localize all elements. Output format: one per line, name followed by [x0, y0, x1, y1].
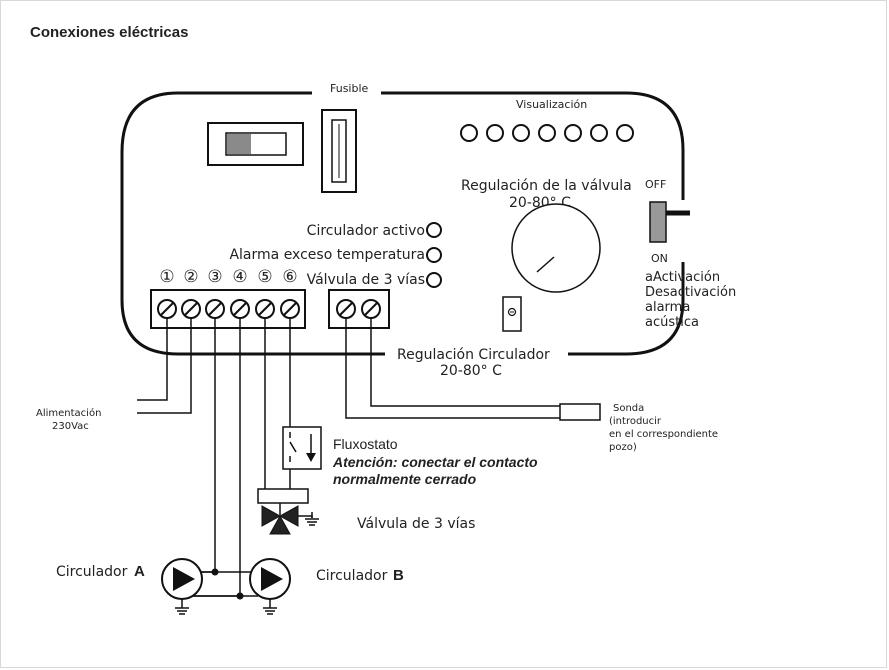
terminal-number-6: ⑥	[282, 267, 297, 287]
alarm-switch	[649, 201, 667, 243]
display-led	[512, 124, 530, 142]
alimentacion-label-1: Alimentación	[36, 407, 101, 419]
wire-probe-2	[370, 318, 560, 407]
activacion-label-4: acústica	[645, 315, 699, 330]
fluxostato-label: Fluxostato	[333, 436, 398, 452]
alarma-exceso-led	[426, 247, 442, 263]
wire-supply-2	[137, 318, 192, 414]
activacion-label-3: alarma	[645, 300, 690, 315]
junction-node-a	[211, 568, 219, 576]
probe-terminal-screw-2	[361, 299, 381, 319]
display-led	[538, 124, 556, 142]
wire-supply-1	[137, 318, 168, 401]
wires	[137, 318, 560, 597]
regulacion-valvula-label: Regulación de la válvula	[461, 178, 632, 194]
valvula-3-vias-label: Válvula de 3 vías	[357, 516, 475, 532]
three-way-valve-icon	[261, 505, 299, 535]
activacion-label-2: Desactivación	[645, 285, 736, 300]
sonda-label-4: pozo)	[609, 442, 637, 453]
temperature-probe	[559, 403, 601, 421]
control-box-outline-bottom-right	[568, 262, 685, 356]
circulador-activo-led	[426, 222, 442, 238]
circulador-a-letter: A	[134, 563, 145, 580]
main-switch	[207, 122, 304, 166]
terminal-number-4: ④	[232, 267, 247, 287]
flow-arrow-head-icon	[306, 453, 316, 462]
alarma-exceso-label: Alarma exceso temperatura	[229, 247, 425, 263]
alimentacion-label-2: 230Vac	[52, 421, 89, 432]
display-led	[590, 124, 608, 142]
pump-b-icon	[249, 558, 291, 600]
terminal-number-3: ③	[207, 267, 222, 287]
valve-actuator	[257, 488, 309, 504]
control-box-outline-top-right	[381, 91, 685, 200]
valve-ground-icon	[305, 512, 319, 526]
display-leds	[460, 124, 634, 142]
on-label: ON	[651, 252, 668, 265]
terminal-screw-3	[205, 299, 225, 319]
regulacion-circulador-label: Regulación Circulador	[397, 347, 550, 363]
display-led	[564, 124, 582, 142]
main-switch-knob	[227, 134, 251, 154]
fusible-label: Fusible	[330, 82, 369, 95]
atencion-label-2: normalmente cerrado	[333, 471, 477, 487]
display-led	[486, 124, 504, 142]
terminal-screw-4	[230, 299, 250, 319]
flow-switch-icon	[282, 426, 322, 470]
circulador-b-letter: B	[393, 567, 404, 584]
wire-probe-1	[345, 318, 560, 419]
atencion-label-1: Atención: conectar el contacto	[332, 454, 538, 470]
terminal-numbers: ① ② ③ ④ ⑤ ⑥	[159, 267, 297, 287]
display-led	[616, 124, 634, 142]
display-led	[460, 124, 478, 142]
junction-node-b	[236, 592, 244, 600]
sonda-label-1: Sonda	[613, 403, 644, 414]
visualizacion-label: Visualización	[516, 98, 587, 111]
terminal-number-2: ②	[183, 267, 198, 287]
circulador-activo-label: Circulador activo	[307, 223, 425, 239]
valve-ground-wire	[298, 515, 313, 518]
pump-a-icon	[161, 558, 203, 600]
valve-regulation-dial	[511, 203, 601, 293]
terminal-number-5: ⑤	[257, 267, 272, 287]
off-label: OFF	[645, 178, 666, 191]
control-box-outline-left	[120, 91, 385, 356]
pump-a-ground-icon	[175, 607, 189, 615]
sonda-label-2: (introducir	[609, 416, 662, 427]
valvula-led-label: Válvula de 3 vías	[307, 272, 425, 288]
circulador-a-label: Circulador	[56, 564, 128, 580]
sonda-label-3: en el correspondiente	[609, 429, 718, 440]
terminal-screw-2	[181, 299, 201, 319]
terminal-number-1: ①	[159, 267, 174, 287]
diagram-title: Conexiones eléctricas	[30, 24, 188, 41]
valvula-led	[426, 272, 442, 288]
terminal-screw-5	[255, 299, 275, 319]
flow-switch-contact	[289, 432, 297, 462]
terminal-screw-1	[157, 299, 177, 319]
pump-b-ground-icon	[263, 607, 277, 615]
terminal-screw-6	[280, 299, 300, 319]
activacion-label-1: aActivación	[645, 270, 720, 285]
probe-terminal-screw-1	[336, 299, 356, 319]
regulacion-circulador-range: 20-80° C	[440, 363, 502, 379]
circulador-b-label: Circulador	[316, 568, 388, 584]
valve-dial-pointer	[536, 256, 555, 273]
